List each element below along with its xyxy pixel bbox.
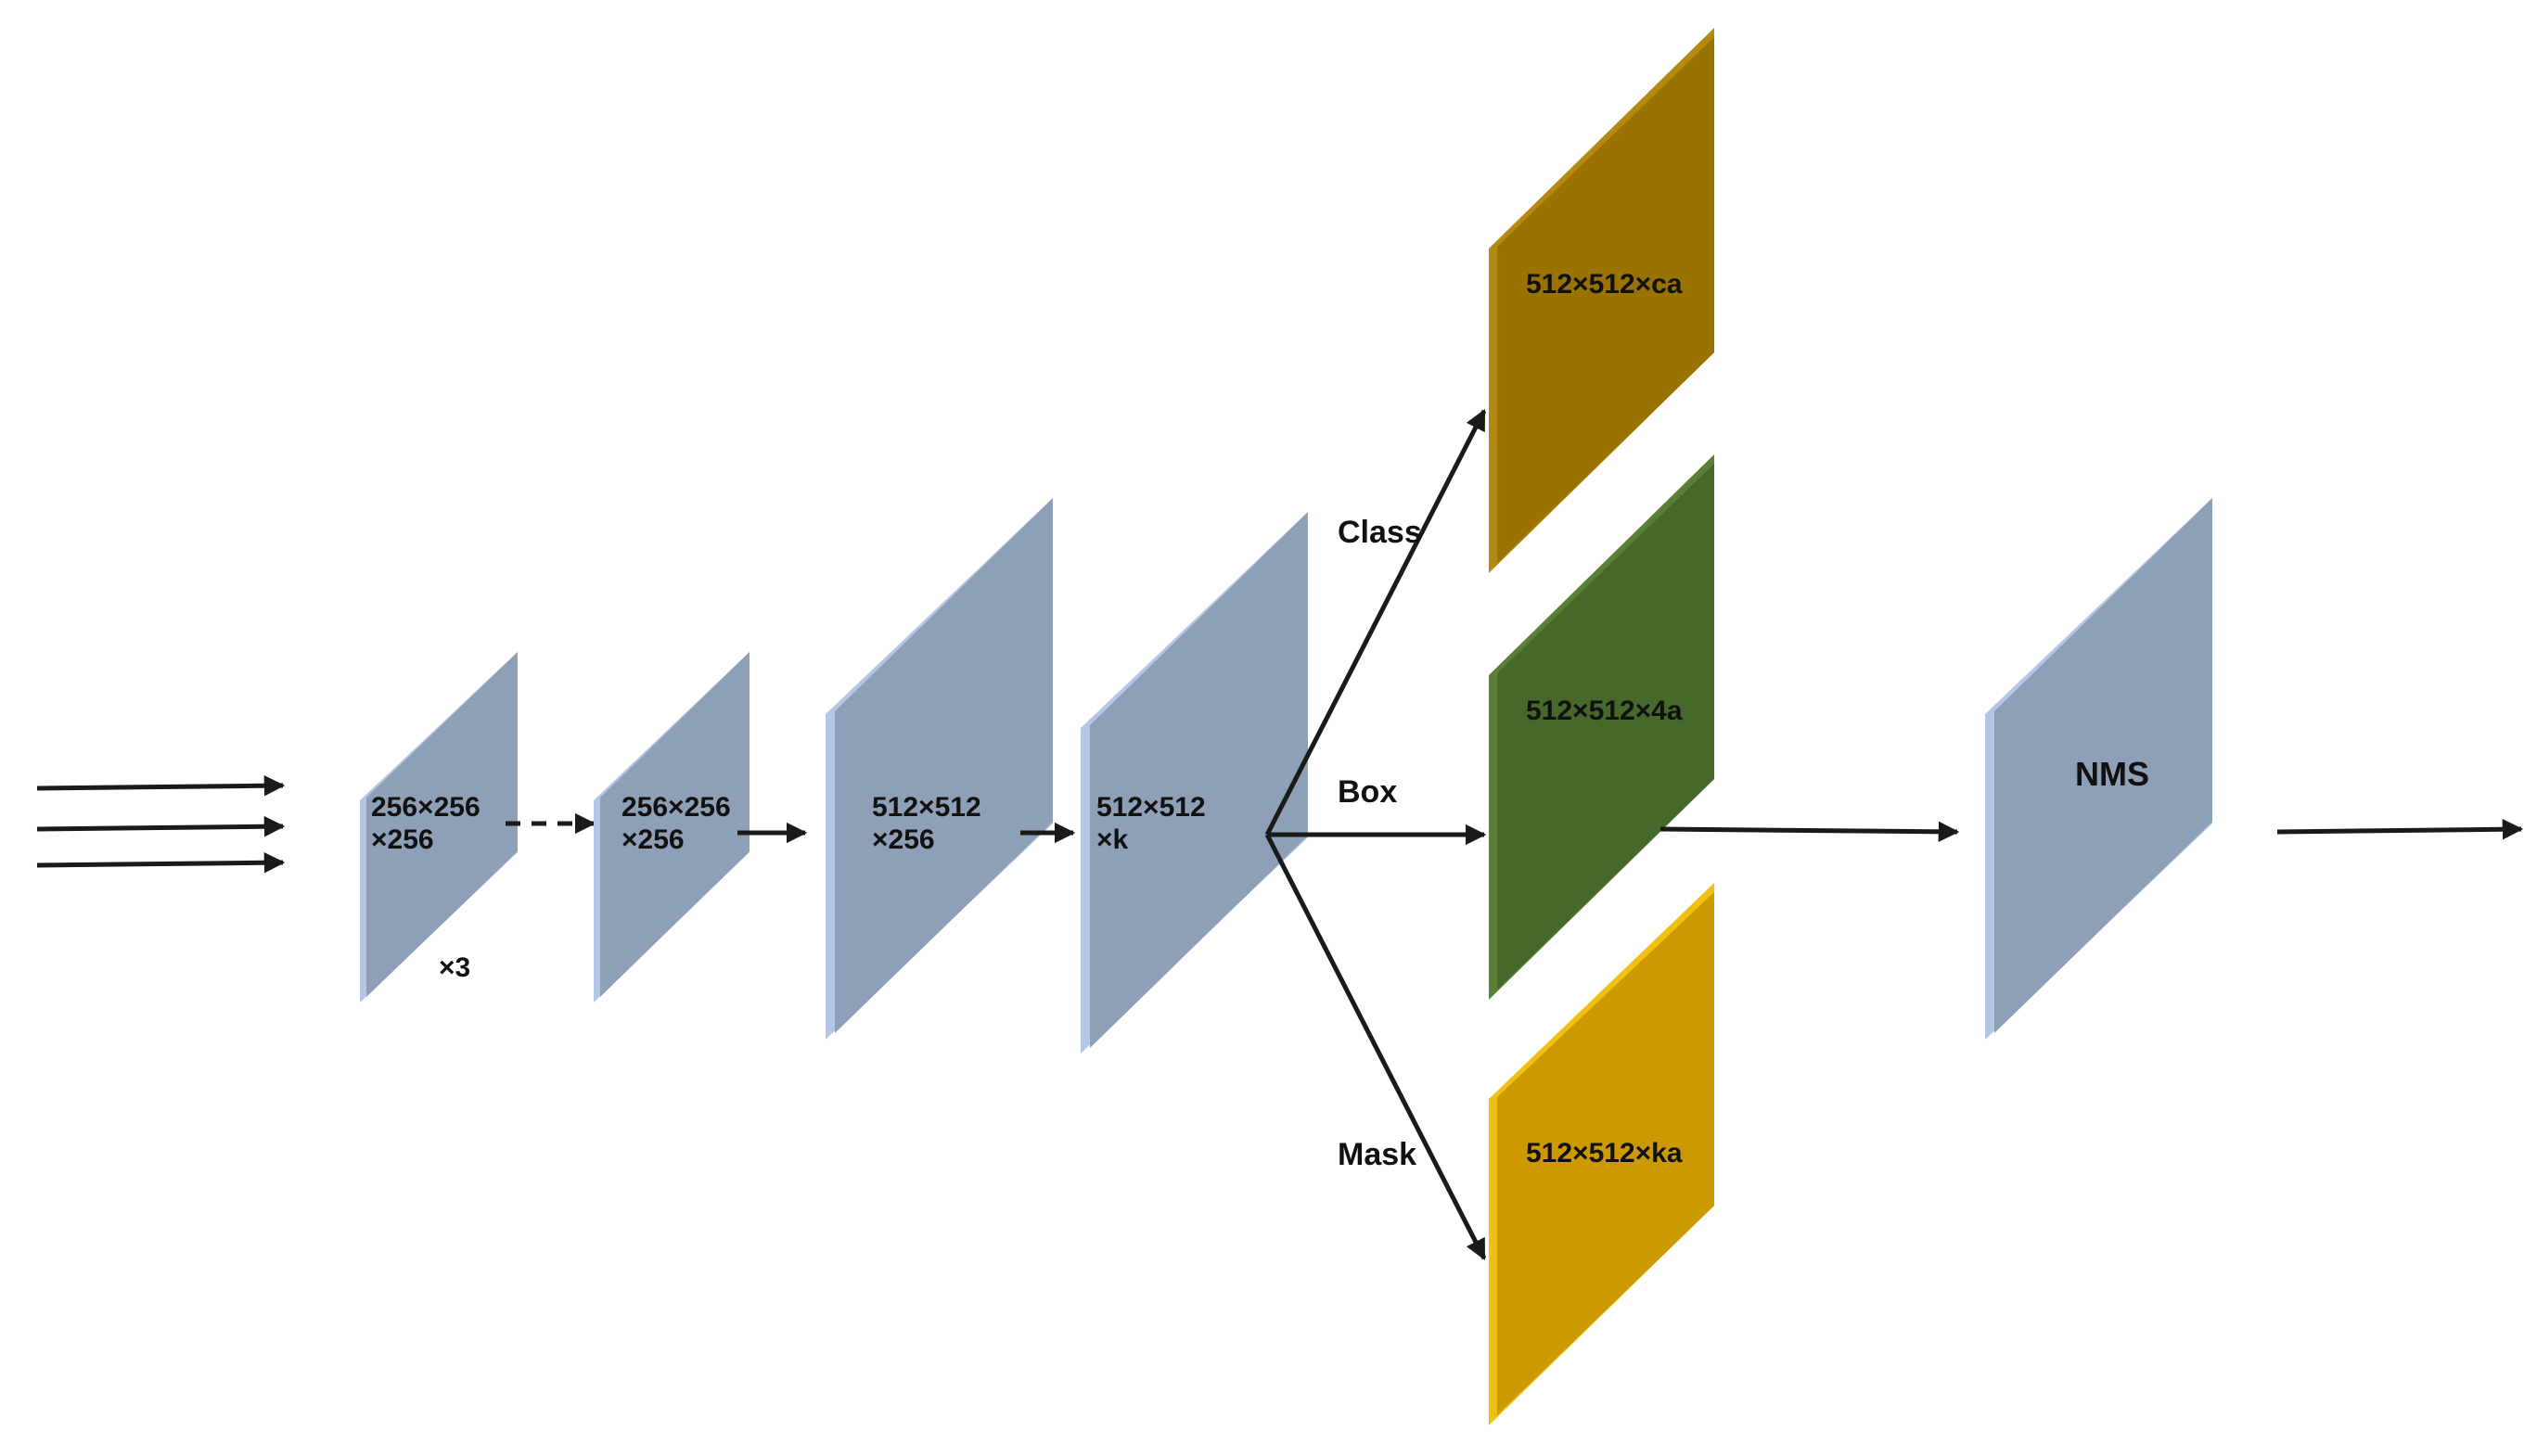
- conv-layer-2-face: [600, 652, 750, 997]
- conv-layer-4-face: [1090, 512, 1308, 1048]
- mask-branch-label: Mask: [1338, 1137, 1416, 1172]
- conv-layer-1-depth: ×256: [371, 824, 434, 855]
- arrow-heads-to-nms: [1659, 821, 1960, 843]
- class-head-face: [1497, 37, 1714, 563]
- conv-layer-1-size: 256×256: [371, 792, 480, 823]
- input-arrow-1: [36, 774, 286, 797]
- box-head-face: [1497, 464, 1714, 990]
- conv-layer-3-size: 512×512: [872, 792, 981, 823]
- arrow-class-branch: [1264, 408, 1487, 837]
- mask-head-shape: 512×512×ka: [1526, 1138, 1683, 1169]
- class-head-shape: 512×512×ca: [1526, 269, 1683, 300]
- nms-block: NMS: [1985, 498, 2212, 1040]
- mask-head-face: [1497, 892, 1714, 1415]
- conv-layer-4: 512×512 ×k: [1081, 512, 1308, 1054]
- class-branch-label: Class: [1338, 515, 1422, 550]
- conv-layer-3-face: [835, 498, 1053, 1033]
- conv-layer-2: 256×256 ×256: [594, 652, 750, 1003]
- conv-layer-3-depth: ×256: [872, 824, 935, 855]
- input-arrows: [36, 774, 286, 874]
- conv-layer-1-face: [366, 652, 518, 997]
- arrow-mask-branch: [1264, 833, 1487, 1261]
- conv-layer-3: 512×512 ×256: [826, 498, 1053, 1040]
- conv-layer-1-repeat: ×3: [439, 952, 470, 983]
- nms-label: NMS: [2075, 755, 2149, 793]
- box-head-shape: 512×512×4a: [1526, 696, 1683, 726]
- conv-layer-2-size: 256×256: [621, 792, 731, 823]
- box-branch-label: Box: [1338, 774, 1397, 810]
- box-head: 512×512×4a: [1489, 454, 1714, 1000]
- input-arrow-2: [36, 815, 286, 837]
- conv-layer-1: 256×256 ×256 ×3: [360, 652, 518, 1003]
- mask-head: 512×512×ka: [1489, 883, 1714, 1425]
- nms-block-face: [1994, 498, 2212, 1033]
- conv-layer-4-size: 512×512: [1096, 792, 1206, 823]
- conv-layer-4-depth: ×k: [1096, 824, 1129, 855]
- class-head: 512×512×ca: [1489, 28, 1714, 573]
- conv-layer-2-depth: ×256: [621, 824, 685, 855]
- input-arrow-3: [36, 851, 286, 874]
- output-arrow: [2276, 818, 2524, 840]
